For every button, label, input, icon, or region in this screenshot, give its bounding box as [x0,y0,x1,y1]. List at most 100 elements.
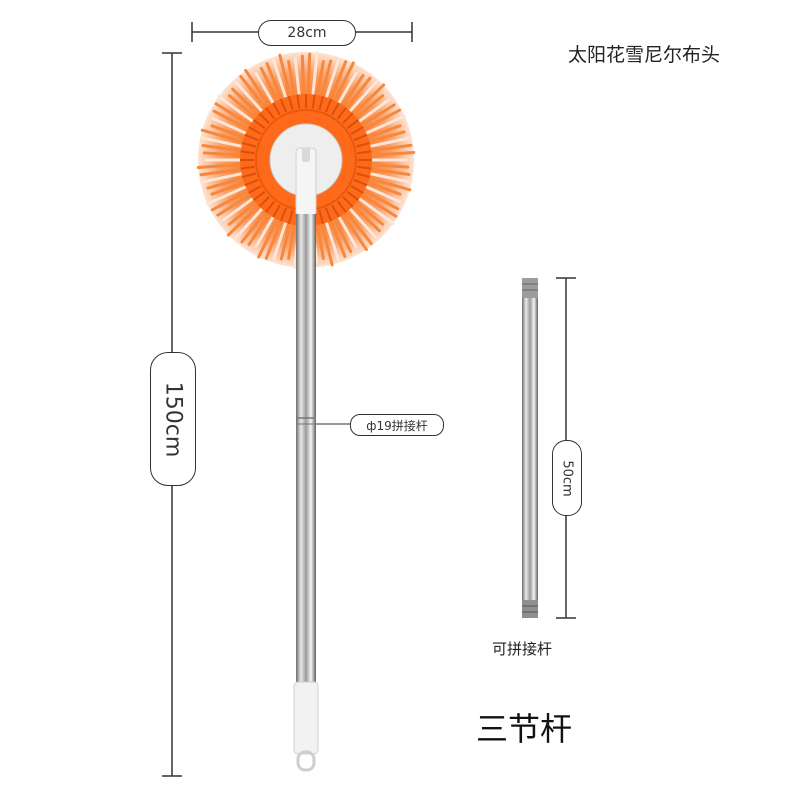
fringe-strand [340,73,365,109]
fringe-strand [206,176,246,190]
fringe-strand [221,196,256,222]
fringe-strand [367,171,412,184]
ring-rib [253,119,266,130]
fringe-strand [254,71,276,107]
fringe-strand [350,83,386,118]
ring-rib [324,98,333,113]
ring-rib [357,150,372,155]
fringe-strand [227,199,259,226]
fringe-strand [240,208,269,244]
fringe-strand [336,71,358,107]
fringe-strand [358,103,396,128]
fringe-strand [210,188,251,212]
ring-rib [272,102,281,116]
ring-rib [244,133,259,142]
main-pole [293,214,350,772]
fringe-strand [324,219,341,263]
fringe-strand [332,61,355,104]
ring-rib [240,165,255,170]
ring-rib [265,200,276,213]
fringe-strand [279,220,293,261]
fringe-strand [300,54,306,98]
ring-ribs [240,94,372,226]
fringe-strand [353,94,385,121]
fringe-strand [254,213,276,249]
fringe-strand [212,109,251,132]
ring-rib [350,126,364,135]
ring-rib [253,190,266,201]
fringe-strand [343,208,373,246]
fringe-strand [202,151,244,158]
fringe-strand [361,188,400,211]
fringe-strand [336,213,358,249]
fringe-strand [328,217,347,258]
fringe-strands [196,51,416,269]
fringe-strand [364,124,402,140]
fringe-strand [231,87,262,118]
fringe-strand [201,144,245,153]
fringe-strand [315,221,325,260]
fringe-strand [271,57,288,101]
ring-rib [240,150,255,155]
fringe-strand [272,219,288,261]
width-label: 28cm [258,20,356,46]
fringe-strand [324,59,340,101]
fringe-strand [278,53,293,100]
fringe-strand [361,108,402,132]
ring-rib [258,112,270,124]
fringe-strand [368,150,416,158]
fringe-strand [362,184,401,203]
fringe-strand [257,216,280,259]
mop-head [196,51,416,269]
fringe-strand [226,202,262,237]
fringe-strand [364,180,402,196]
ring-rib [287,95,294,111]
pole-length-label-text: 50cm [559,459,575,497]
ring-rib [355,141,371,148]
fringe-strand [306,52,312,98]
fringe-strand [347,79,379,114]
ring-rib [336,107,347,120]
ring-rib [346,190,359,201]
fringe-strand [367,143,413,153]
fringe-strand [244,68,272,109]
ring-rib [318,95,325,111]
ring-rib [241,141,257,148]
fringe-strand [210,180,248,196]
fringe-strand [259,66,280,104]
fringe-strand [202,171,245,184]
extension-pole [522,278,538,618]
fringe-strand [362,114,407,136]
ring-rib [272,204,281,218]
ring-rib [279,207,288,222]
ring-rib [248,185,262,194]
ring-rib [258,196,270,208]
ring-rib [336,200,347,213]
ring-rib [248,126,262,135]
joint-callout-text: ф19拼接杆 [366,418,428,433]
ring-rib [353,133,368,142]
fringe-strand [247,211,272,247]
page-title: 太阳花雪尼尔布头 [568,44,721,66]
fringe-strand [353,199,385,226]
extension-caption: 可拼接杆 [492,640,553,658]
fringe-strand [340,211,368,252]
fringe-strand [200,128,246,144]
fringe-strand [332,216,353,254]
fringe-strand [315,60,325,99]
ring-rib [279,98,288,113]
ring-rib [355,172,371,179]
ring-rib [296,94,301,109]
fringe-strand [234,81,265,114]
fringe-strand [356,196,395,225]
ring-rib [331,204,340,218]
ring-rib [311,94,316,109]
fringe-strand [216,192,254,217]
fringe-strand [367,136,410,149]
joint-callout: ф19拼接杆 [350,414,444,436]
fringe-strand [214,102,254,128]
fringe-strand [356,98,391,124]
fringe-strand [196,162,244,170]
ring-rib [342,196,354,208]
